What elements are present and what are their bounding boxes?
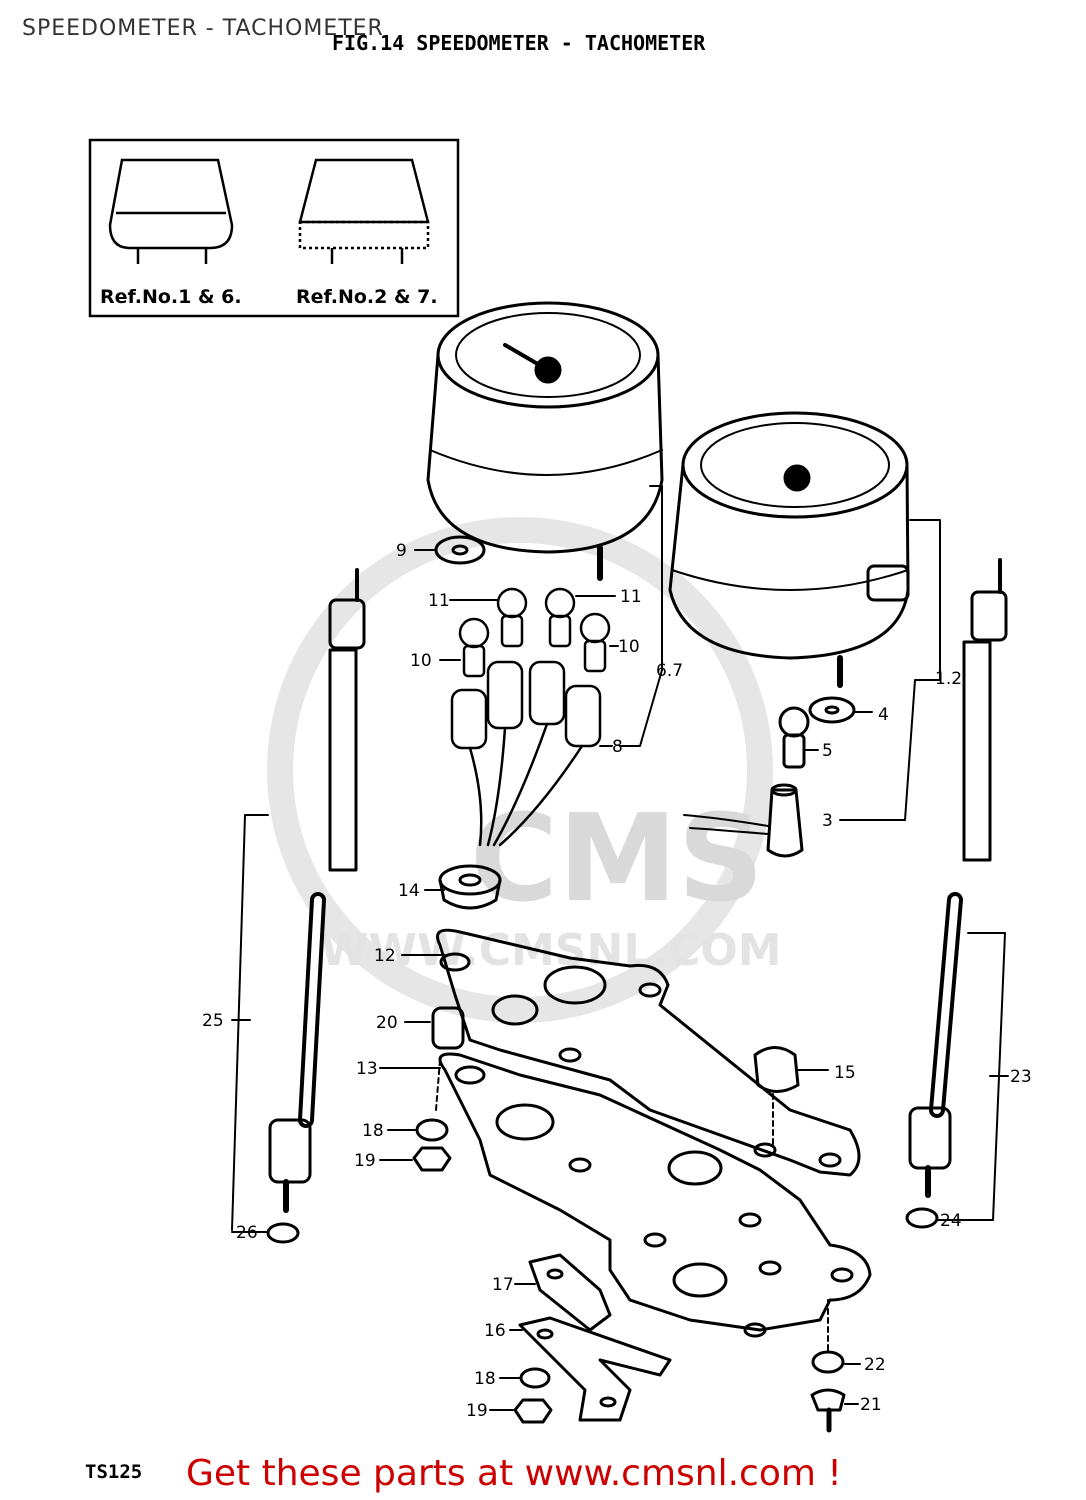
callout-10a: 10 [410, 651, 432, 671]
callout-12: 12 [374, 946, 396, 966]
callout-4: 4 [878, 705, 889, 725]
watermark-url: WWW.CMSNL.COM [320, 925, 782, 976]
callout-labels: 9 11 11 10 10 6.7 1.2 4 5 8 3 14 12 20 1… [202, 541, 1032, 1421]
bracket-1-2 [839, 519, 941, 821]
washer-18-upper [415, 1118, 449, 1142]
callout-19b: 19 [466, 1401, 488, 1421]
nut-19-lower [513, 1398, 553, 1424]
callout-15: 15 [834, 1063, 856, 1083]
callout-18b: 18 [474, 1369, 496, 1389]
nut-22 [811, 1350, 845, 1374]
speedometer-cable-25 [231, 568, 366, 1231]
callout-14: 14 [398, 881, 420, 901]
bulbs-10-11 [439, 587, 619, 678]
inset-caption-right: Ref.No.2 & 7. [296, 286, 438, 308]
speedometer-variant-icon [108, 158, 234, 264]
socket-3 [766, 788, 804, 858]
watermark-logo: CMS [470, 790, 764, 929]
callout-11b: 11 [620, 587, 642, 607]
page-title: SPEEDOMETER - TACHOMETER [22, 16, 384, 41]
tachometer-variant-icon [298, 158, 430, 264]
callout-1-2: 1.2 [935, 669, 962, 689]
stay-16 [518, 1316, 672, 1422]
callout-11a: 11 [428, 591, 450, 611]
callout-9: 9 [396, 541, 407, 561]
bracket-plate-13 [436, 928, 861, 1177]
callout-18a: 18 [362, 1121, 384, 1141]
cushion-20 [431, 1006, 465, 1050]
bulb-5 [778, 706, 810, 738]
inset-box [88, 138, 460, 318]
washer-4 [808, 696, 856, 724]
watermark: CMS WWW.CMSNL.COM [267, 517, 782, 1023]
callout-21: 21 [860, 1395, 882, 1415]
washer-24 [905, 1207, 939, 1229]
callout-26: 26 [236, 1223, 258, 1243]
model-code: TS125 [85, 1461, 143, 1483]
callout-24: 24 [940, 1211, 962, 1231]
inset-caption-left: Ref.No.1 & 6. [100, 286, 242, 308]
callout-13: 13 [356, 1059, 378, 1079]
knob-15 [753, 1046, 800, 1093]
callout-16: 16 [484, 1321, 506, 1341]
callout-8: 8 [612, 737, 623, 757]
bracket-6-7 [619, 485, 663, 747]
callout-10b: 10 [618, 637, 640, 657]
callout-22: 22 [864, 1355, 886, 1375]
footer-banner[interactable]: Get these parts at www.cmsnl.com ! [186, 1453, 842, 1494]
callout-5: 5 [822, 741, 833, 761]
callout-25: 25 [202, 1011, 224, 1031]
callout-3: 3 [822, 811, 833, 831]
callout-20: 20 [376, 1013, 398, 1033]
bracket-plate-lower [438, 1052, 872, 1332]
tachometer-cable-23 [908, 558, 1009, 1221]
tachometer-housing [668, 411, 910, 688]
speedometer-housing [426, 301, 664, 581]
socket-harness-8 [450, 660, 613, 847]
stay-17 [528, 1253, 612, 1332]
figure-caption: FIG.14 SPEEDOMETER - TACHOMETER [332, 31, 706, 55]
callout-6-7: 6.7 [656, 661, 683, 681]
callout-19a: 19 [354, 1151, 376, 1171]
callout-23: 23 [1010, 1067, 1032, 1087]
callout-17: 17 [492, 1275, 514, 1295]
washer-18-lower [519, 1367, 551, 1389]
bolt-21 [810, 1388, 846, 1412]
nut-19-upper [412, 1146, 452, 1172]
washer-26 [266, 1222, 300, 1244]
